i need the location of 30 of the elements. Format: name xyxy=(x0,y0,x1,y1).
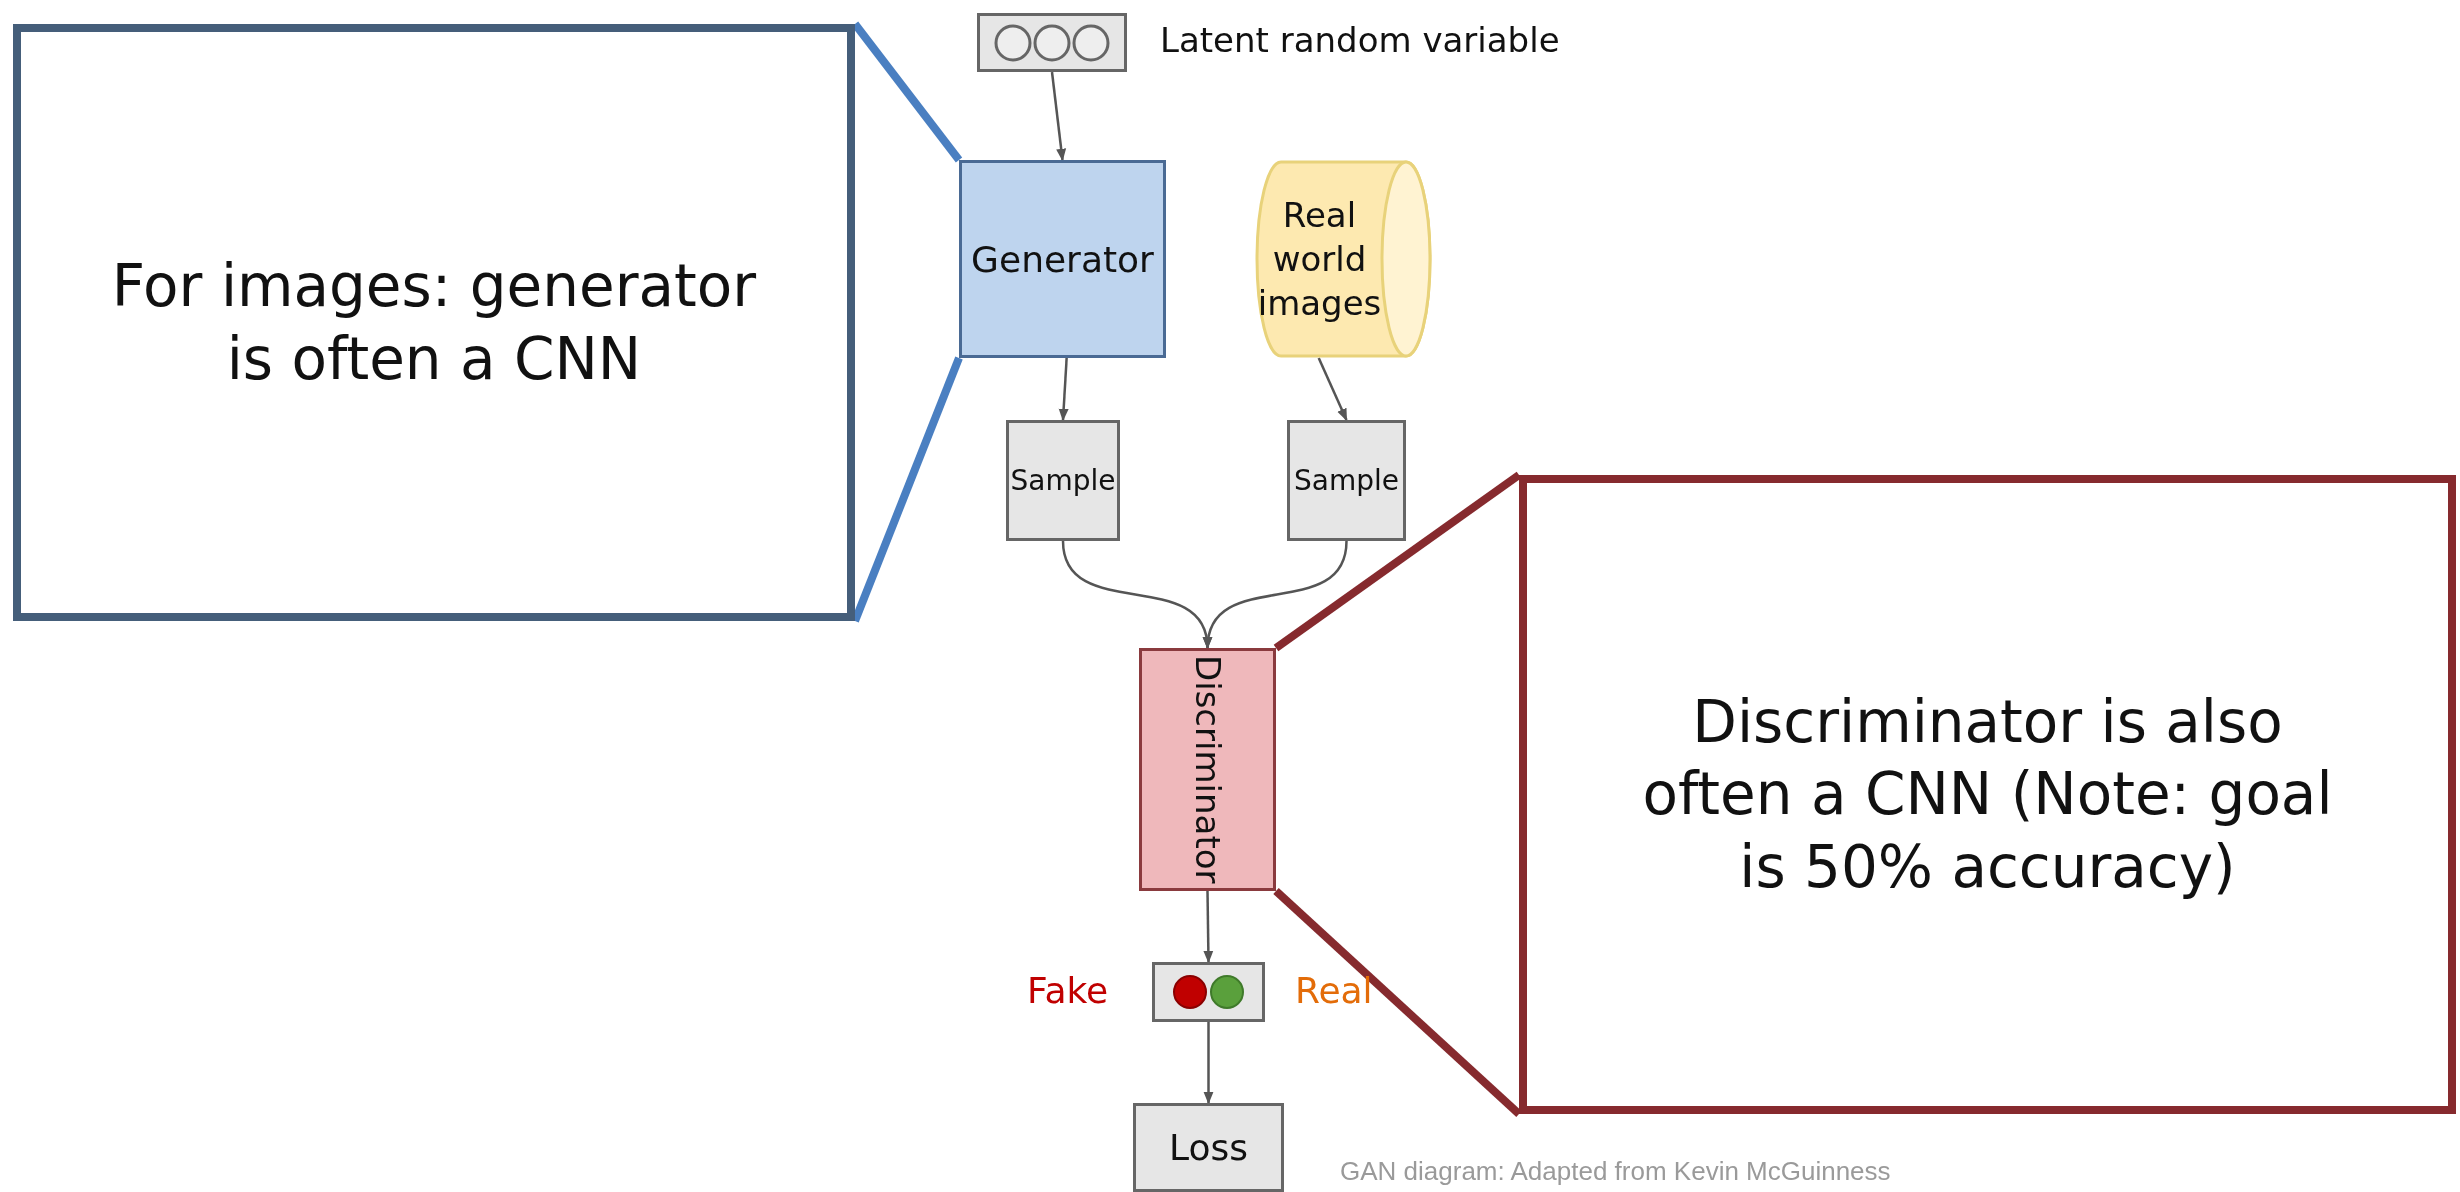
callout-box xyxy=(13,24,855,621)
node-label: Real world images xyxy=(1256,193,1383,326)
output-box xyxy=(1152,962,1265,1022)
input-box xyxy=(977,13,1127,72)
loss-box xyxy=(1133,1103,1284,1192)
node-label: Discriminator xyxy=(1187,655,1228,884)
arrow xyxy=(1317,357,1348,422)
side-label: Real xyxy=(1295,970,1373,1011)
callout-box xyxy=(1519,475,2456,1114)
node-label: Sample xyxy=(1294,464,1399,497)
arrow xyxy=(1203,891,1214,964)
callout-line xyxy=(1273,471,1522,652)
sample-box xyxy=(1287,420,1406,541)
discriminator-box xyxy=(1139,648,1276,891)
node-label: Generator xyxy=(971,238,1154,280)
caption: GAN diagram: Adapted from Kevin McGuinness xyxy=(1340,1156,1891,1187)
callout-text: Discriminator is also often a CNN (Note: goal is 50% accuracy) xyxy=(1641,686,2334,903)
callout-text: For images: generator is often a CNN xyxy=(110,251,758,395)
side-label: Latent random variable xyxy=(1160,20,1560,60)
arrow xyxy=(1050,71,1067,162)
side-label: Fake xyxy=(1027,970,1109,1011)
arrow xyxy=(1203,1022,1214,1105)
generator-box xyxy=(959,160,1166,358)
node-label: Loss xyxy=(1169,1127,1248,1168)
arrow xyxy=(1058,357,1069,422)
sample-box xyxy=(1006,420,1120,541)
arrow xyxy=(1204,540,1348,650)
node-label: Sample xyxy=(1010,464,1116,497)
callout-line xyxy=(1273,888,1522,1117)
database-cylinder xyxy=(1255,160,1432,358)
